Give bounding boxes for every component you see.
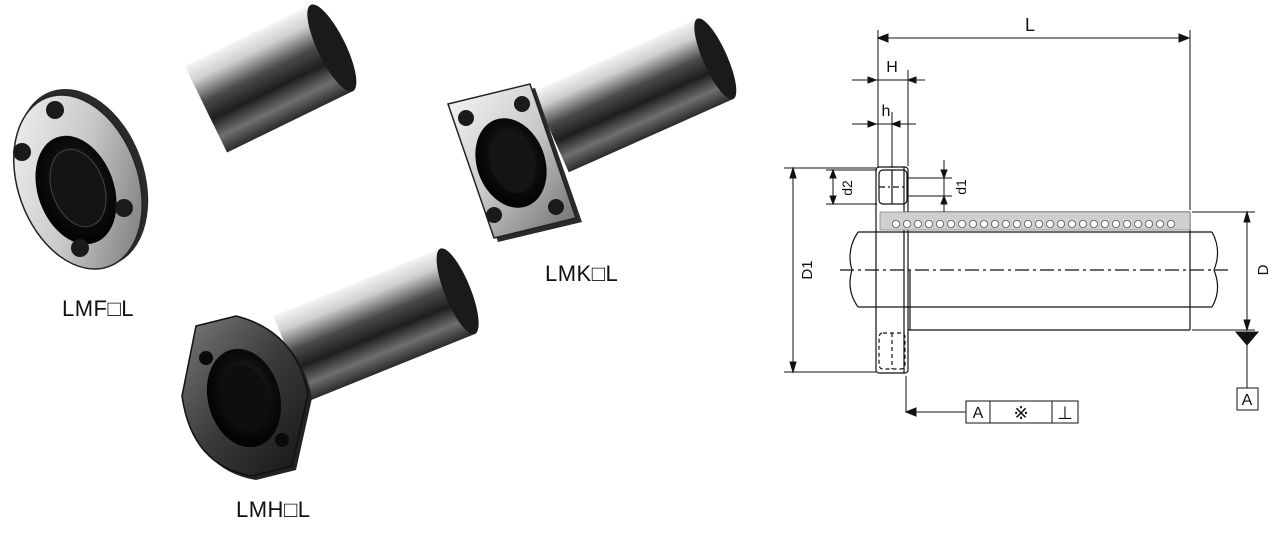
dim-label-H: H	[886, 59, 898, 76]
shaft-break-right	[1211, 231, 1219, 308]
dim-label-d2: d2	[839, 180, 855, 196]
tolerance-value: ※	[1013, 403, 1028, 423]
lmf-bushing-image	[13, 4, 357, 270]
tolerance-frame	[965, 400, 1079, 424]
ball	[991, 219, 1000, 228]
ball-recirculation-row	[879, 211, 1191, 231]
ball	[1090, 219, 1099, 228]
ball	[1156, 219, 1165, 228]
ball	[1013, 219, 1022, 228]
ball	[892, 219, 901, 228]
ball	[1057, 219, 1066, 228]
ball	[1079, 219, 1088, 228]
ball	[1167, 219, 1176, 228]
ball	[1068, 219, 1077, 228]
ball	[1002, 219, 1011, 228]
ball	[903, 219, 912, 228]
ball	[925, 219, 934, 228]
ball	[1046, 219, 1055, 228]
ball	[947, 219, 956, 228]
dimension-lines	[784, 30, 1260, 417]
ball	[1134, 219, 1143, 228]
lmk-bushing-image	[447, 18, 737, 242]
ball	[969, 219, 978, 228]
label-lmf: LMF□L	[62, 296, 135, 321]
label-lmh: LMH□L	[236, 497, 311, 522]
ball	[1035, 219, 1044, 228]
ball	[958, 219, 967, 228]
perpendicularity-symbol: ⊥	[1057, 403, 1073, 423]
ball	[1024, 219, 1033, 228]
ball	[1145, 219, 1154, 228]
ball	[1101, 219, 1110, 228]
datum-box	[1236, 387, 1259, 411]
ball	[936, 219, 945, 228]
ball	[914, 219, 923, 228]
dim-label-L: L	[1025, 15, 1035, 35]
dim-label-D: D	[1255, 264, 1272, 275]
datum-label: A	[1242, 392, 1253, 409]
dim-label-d1: d1	[953, 179, 969, 195]
lmh-bushing-image	[181, 248, 479, 480]
ball	[1112, 219, 1121, 228]
label-lmk: LMK□L	[545, 261, 619, 286]
technical-drawing	[840, 166, 1228, 374]
ball	[1123, 219, 1132, 228]
dim-label-D1: D1	[799, 260, 816, 279]
dim-label-h: h	[882, 103, 891, 120]
ball	[980, 219, 989, 228]
tolerance-datum-ref: A	[973, 405, 984, 422]
